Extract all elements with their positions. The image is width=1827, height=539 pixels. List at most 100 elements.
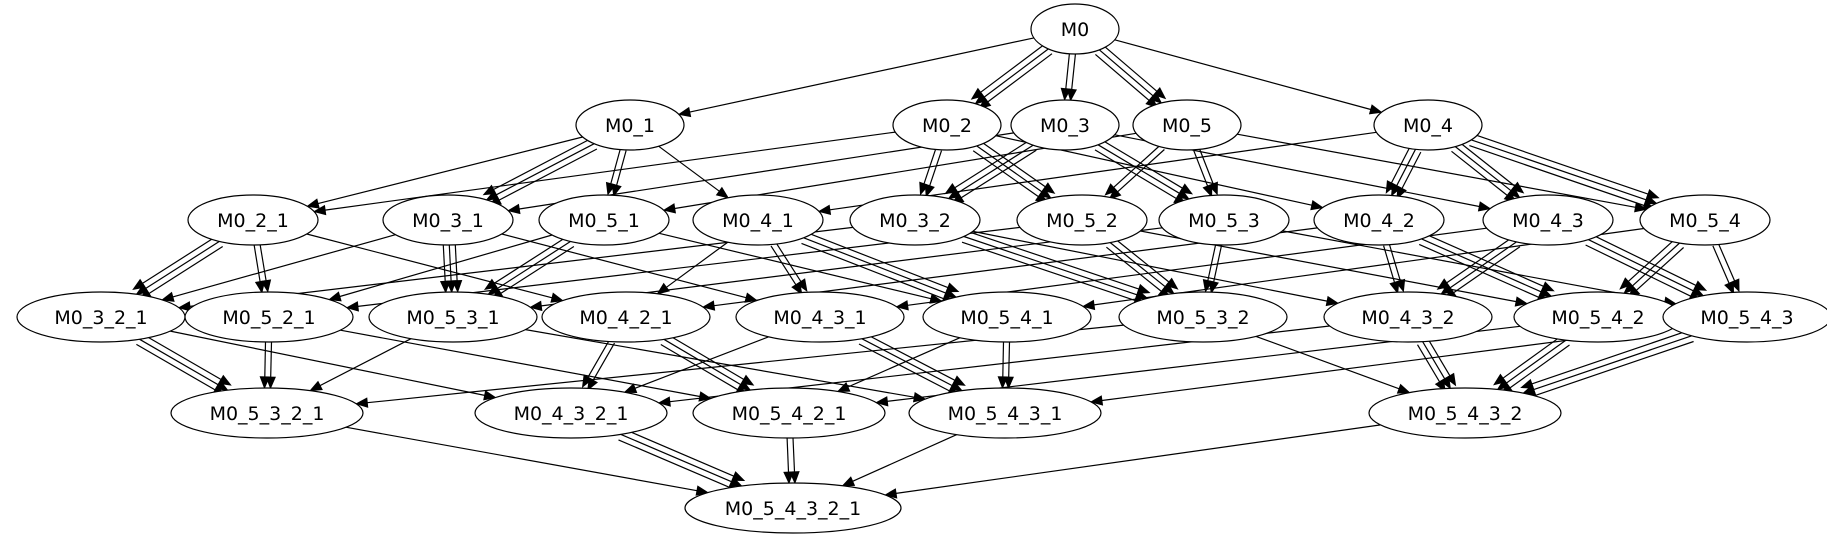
edge-line (1388, 243, 1401, 281)
edge-line (1533, 335, 1692, 391)
arrowhead-icon (550, 292, 564, 303)
edge-line (148, 245, 224, 295)
arrowhead-icon (997, 376, 1008, 390)
arrowhead-icon (483, 278, 498, 291)
node-ellipse (368, 291, 538, 343)
node-m0-2: M0_2 (892, 99, 1002, 151)
edge-line (618, 439, 730, 488)
arrowhead-icon (1202, 279, 1214, 293)
node-m0-5-4-1: M0_5_4_1 (922, 291, 1092, 343)
arrowhead-icon (796, 278, 808, 292)
edge-line (259, 244, 267, 281)
arrowhead-icon (1108, 187, 1122, 201)
edge-line (264, 341, 267, 377)
arrowhead-icon (677, 106, 692, 118)
arrowhead-icon (1493, 373, 1507, 386)
edge-M0_5_3-to-M0_5_3_2 (1202, 244, 1223, 294)
node-ellipse (170, 387, 364, 439)
edge-line (1421, 238, 1542, 293)
arrowhead-icon (177, 301, 191, 312)
edge-line (170, 330, 485, 396)
edge-line (861, 338, 953, 387)
edge-line (929, 150, 943, 186)
arrowhead-icon (487, 283, 501, 296)
edge-line (689, 37, 1035, 113)
arrowhead-icon (605, 181, 617, 196)
node-ellipse (1132, 99, 1242, 151)
node-m0-5-3-2: M0_5_3_2 (1118, 291, 1288, 343)
edge-line (496, 143, 595, 196)
arrowhead-icon (485, 189, 500, 201)
edge-line (1065, 53, 1070, 89)
arrowhead-icon (312, 204, 327, 216)
node-m0-4-2-1: M0_4_2_1 (541, 291, 711, 343)
edge-line (270, 342, 273, 378)
node-m0-5-3: M0_5_3 (1158, 194, 1290, 246)
edge-line (801, 242, 944, 300)
edge-line (775, 242, 802, 282)
edge-line (634, 336, 769, 389)
edge-line (145, 240, 220, 289)
node-m0-4-3: M0_4_3 (1482, 194, 1614, 246)
arrowhead-icon (1619, 277, 1633, 290)
node-label: M0_4_2 (1343, 210, 1415, 232)
arrowhead-icon (1060, 87, 1071, 102)
edge-line (1114, 39, 1371, 111)
edge-M0_5_4_2-to-M0_5_4_3_2 (1493, 334, 1570, 396)
node-m0-3-2: M0_3_2 (849, 194, 981, 246)
edge-M0_2_1-to-M0_5_2_1 (253, 244, 272, 294)
edge-M0_4_1-to-M0_4_3_1 (770, 242, 808, 296)
arrowhead-icon (1538, 286, 1553, 297)
node-label: M0_5_3_2_1 (210, 403, 325, 425)
edge-M0_2_1-to-M0_3_2_1 (132, 235, 224, 301)
node-label: M0_5_3 (1188, 210, 1260, 232)
edge-line (858, 343, 950, 392)
edge-M0_5-to-M0_5_2 (1104, 144, 1165, 201)
node-label: M0_3_2 (879, 210, 951, 232)
edge-line (1198, 148, 1214, 185)
edge-line (1454, 146, 1512, 192)
edge-line (1193, 150, 1209, 187)
edge-line (1471, 139, 1647, 201)
node-m0-4-3-2-1: M0_4_3_2_1 (474, 387, 668, 439)
edge-line (616, 150, 627, 186)
node-m0-5-1: M0_5_1 (538, 194, 670, 246)
edge-line (1635, 247, 1685, 291)
edge-line (1071, 54, 1076, 90)
arrowhead-icon (309, 380, 323, 392)
edge-M0_5_4_1-to-M0_5_4_2_1 (836, 337, 961, 393)
edge-line (666, 333, 745, 380)
node-label: M0_5_2 (1046, 210, 1118, 232)
node-ellipse (1158, 194, 1290, 246)
edge-M0_5_4-to-M0_5_4_2 (1619, 238, 1685, 299)
edge-line (1401, 151, 1422, 189)
arrowhead-icon (1643, 194, 1658, 205)
edge-line (1590, 233, 1697, 286)
node-m0-5-4-3-2: M0_5_4_3_2 (1368, 387, 1562, 439)
edge-M0_3_2_1-to-M0_5_3_2_1 (136, 333, 232, 397)
edge-line (1002, 341, 1005, 377)
arrowhead-icon (836, 382, 851, 393)
edge-line (139, 338, 219, 386)
edge-line (493, 235, 568, 284)
edge-line (587, 339, 610, 378)
edge-line (957, 144, 1034, 194)
node-m0-4: M0_4 (1373, 99, 1483, 151)
arrowhead-icon (1310, 199, 1324, 211)
edge-line (976, 145, 1043, 193)
edge-line (1418, 243, 1539, 298)
edge-line (1469, 145, 1645, 207)
node-label: M0_5_4_3_1 (948, 403, 1063, 425)
arrowhead-icon (728, 476, 743, 487)
arrowhead-icon (947, 188, 962, 200)
arrowhead-icon (254, 280, 266, 294)
edge-line (501, 233, 747, 299)
node-label: M0_4 (1403, 115, 1453, 137)
node-m0-4-3-1: M0_4_3_1 (735, 291, 905, 343)
node-ellipse (1030, 3, 1120, 55)
arrowhead-icon (506, 203, 521, 215)
node-label: M0_5_3_2 (1156, 307, 1249, 329)
node-label: M0_3_2_1 (54, 307, 147, 329)
edge-line (1446, 236, 1514, 284)
edge-M0_1-to-M0_4_1 (658, 145, 730, 199)
